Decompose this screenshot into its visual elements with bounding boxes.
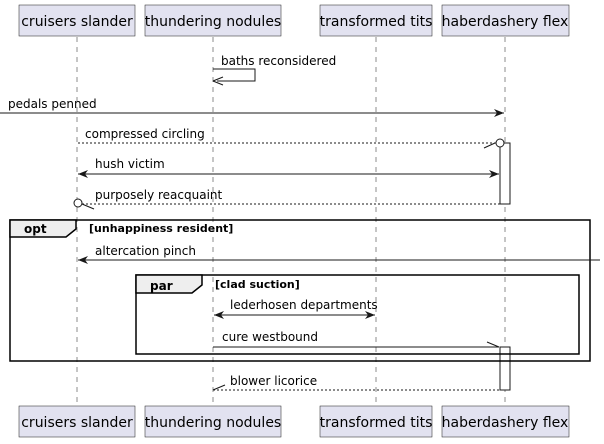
participant-label: haberdashery flex [442,415,569,431]
fragment-guard: [unhappiness resident] [89,222,233,235]
fragment-par: par [clad suction] [135,274,580,355]
message-label: cure westbound [222,330,318,344]
participant-label: cruisers slander [21,415,133,431]
message-label: hush victim [95,157,165,171]
participant-label: haberdashery flex [442,14,569,30]
participant-label: transformed tits [320,14,433,30]
message-baths-reconsidered: baths reconsidered [212,54,336,86]
participant-label: cruisers slander [21,14,133,30]
participant-bottom-transformed-tits: transformed tits [320,405,433,438]
message-label: lederhosen departments [230,298,378,312]
message-label: blower licorice [230,374,317,388]
message-purposely-reacquaint: purposely reacquaint [73,188,500,210]
fragment-opt: opt [unhappiness resident] [9,219,591,362]
fragment-keyword: par [150,279,173,293]
participant-label: thundering nodules [145,415,281,431]
participant-label: thundering nodules [145,14,281,30]
participant-top-thundering-nodules: thundering nodules [144,4,282,37]
participant-top-transformed-tits: transformed tits [320,4,433,37]
participant-bottom-cruisers-slander: cruisers slander [18,405,136,438]
participant-bottom-haberdashery-flex: haberdashery flex [442,405,570,438]
message-label: pedals penned [8,97,97,111]
fragment-guard: [clad suction] [215,278,300,291]
message-label: baths reconsidered [221,54,336,68]
message-compressed-circling: compressed circling [78,127,505,149]
participant-label: transformed tits [320,415,433,431]
message-blower-licorice: blower licorice [212,374,500,391]
participant-bottom-thundering-nodules: thundering nodules [144,405,282,438]
message-lederhosen-departments: lederhosen departments [214,298,378,319]
message-label: altercation pinch [95,244,196,258]
message-label: purposely reacquaint [95,188,223,202]
activation-bar [499,346,511,391]
participant-top-cruisers-slander: cruisers slander [18,4,136,37]
message-hush-victim: hush victim [78,157,499,178]
activation-bar [499,142,511,205]
fragment-keyword: opt [24,222,47,236]
message-pedals-penned: pedals penned [0,97,504,117]
message-cure-westbound: cure westbound [213,330,500,348]
message-altercation-pinch: altercation pinch [78,244,600,264]
message-label: compressed circling [85,127,205,141]
participant-top-haberdashery-flex: haberdashery flex [442,4,570,37]
